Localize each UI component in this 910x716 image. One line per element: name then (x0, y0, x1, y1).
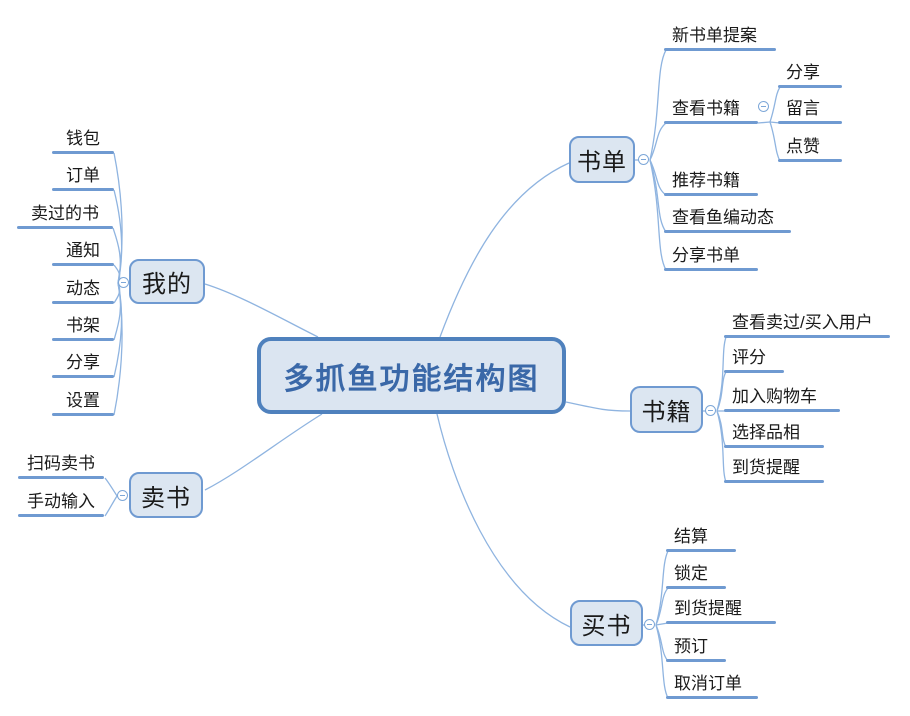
connector-central-booklist (439, 162, 570, 338)
connector-view-books-3 (769, 121, 781, 162)
subtopic-arrival-reminder-buy[interactable]: 到货提醒 (666, 598, 776, 624)
topic-underline (52, 188, 114, 191)
connector-booklist-1 (649, 49, 667, 161)
topic-underline (664, 230, 791, 233)
main-topic-books[interactable]: 书籍 (630, 386, 703, 433)
topic-underline (724, 335, 890, 338)
topic-underline (52, 375, 114, 378)
topic-underline (18, 476, 104, 479)
connector-booklist-2 (649, 122, 667, 161)
subtopic-new-booklist-proposal[interactable]: 新书单提案 (664, 25, 776, 51)
subtopic-settings[interactable]: 设置 (52, 390, 114, 416)
topic-underline (724, 370, 784, 373)
subtopic-orders[interactable]: 订单 (52, 165, 114, 191)
collapse-toggle-books[interactable] (705, 405, 716, 416)
subtopic-add-to-cart[interactable]: 加入购物车 (724, 386, 840, 412)
subtopic-view-fish-editor-updates[interactable]: 查看鱼编动态 (664, 207, 791, 233)
collapse-toggle-booklist[interactable] (638, 154, 649, 165)
subtopic-arrival-reminder-books[interactable]: 到货提醒 (724, 457, 824, 483)
central-topic[interactable]: 多抓鱼功能结构图 (257, 337, 566, 414)
subtopic-share-mine[interactable]: 分享 (52, 352, 114, 378)
subtopic-wallet[interactable]: 钱包 (52, 128, 114, 154)
connector-booklist-5 (649, 159, 667, 271)
collapse-toggle-sell-books[interactable] (117, 490, 128, 501)
minus-icon (120, 494, 125, 497)
minus-icon (641, 158, 646, 161)
subtopic-manual-input[interactable]: 手动输入 (18, 491, 104, 517)
subtopic-rating[interactable]: 评分 (724, 347, 784, 373)
subtopic-share-booklist[interactable]: 分享书单 (664, 245, 758, 271)
topic-underline (52, 151, 114, 154)
topic-underline (664, 193, 758, 196)
minus-icon (647, 623, 652, 626)
main-topic-booklist[interactable]: 书单 (569, 136, 635, 183)
topic-underline (52, 413, 114, 416)
topic-underline (17, 226, 113, 229)
subtopic-sold-books[interactable]: 卖过的书 (17, 203, 113, 229)
collapse-toggle-buy-books[interactable] (644, 619, 655, 630)
subtopic-view-books[interactable]: 查看书籍 (664, 98, 758, 124)
topic-underline (666, 696, 758, 699)
collapse-toggle-view-books[interactable] (758, 101, 769, 112)
main-topic-sell-books[interactable]: 卖书 (129, 472, 203, 518)
connector-books-5 (716, 410, 727, 483)
topic-underline (52, 338, 114, 341)
subtopic-notifications[interactable]: 通知 (52, 240, 114, 266)
main-topic-buy-books[interactable]: 买书 (570, 600, 643, 646)
topic-underline (724, 445, 824, 448)
subtopic-updates[interactable]: 动态 (52, 278, 114, 304)
topic-underline (666, 621, 776, 624)
topic-underline (666, 586, 726, 589)
connector-buy-1 (655, 550, 669, 626)
subtopic-checkout[interactable]: 结算 (666, 526, 736, 552)
collapse-toggle-mine[interactable] (118, 277, 129, 288)
topic-underline (666, 549, 736, 552)
connector-central-sell-books (204, 413, 323, 491)
subtopic-like[interactable]: 点赞 (778, 136, 842, 162)
minus-icon (121, 281, 126, 284)
connector-books-1 (716, 336, 727, 412)
connector-central-books (565, 401, 631, 412)
minus-icon (708, 409, 713, 412)
topic-underline (724, 480, 824, 483)
topic-underline (778, 159, 842, 162)
topic-underline (52, 301, 114, 304)
connector-central-mine (204, 283, 319, 338)
subtopic-lock[interactable]: 锁定 (666, 563, 726, 589)
connector-buy-2 (655, 587, 669, 626)
subtopic-view-sold-bought-users[interactable]: 查看卖过/买入用户 (724, 312, 890, 338)
topic-underline (666, 659, 726, 662)
connector-mine-8 (113, 282, 123, 416)
connector-sell-1 (104, 477, 118, 497)
subtopic-preorder[interactable]: 预订 (666, 636, 726, 662)
connector-sell-2 (104, 495, 118, 517)
subtopic-bookshelf[interactable]: 书架 (52, 315, 114, 341)
topic-underline (778, 85, 842, 88)
connector-buy-5 (655, 624, 669, 699)
topic-underline (664, 268, 758, 271)
connector-books-2 (716, 371, 727, 412)
subtopic-share[interactable]: 分享 (778, 62, 842, 88)
subtopic-select-condition[interactable]: 选择品相 (724, 422, 824, 448)
main-topic-mine[interactable]: 我的 (129, 259, 205, 304)
topic-underline (664, 48, 776, 51)
topic-underline (52, 263, 114, 266)
topic-underline (724, 409, 840, 412)
topic-underline (18, 514, 104, 517)
minus-icon (761, 105, 766, 108)
connector-stub-view-books (757, 121, 771, 124)
subtopic-scan-to-sell[interactable]: 扫码卖书 (18, 453, 104, 479)
connector-view-books-1 (769, 86, 781, 123)
subtopic-recommend-books[interactable]: 推荐书籍 (664, 170, 758, 196)
subtopic-cancel-order[interactable]: 取消订单 (666, 673, 758, 699)
topic-underline (664, 121, 758, 124)
topic-underline (778, 121, 842, 124)
subtopic-comment[interactable]: 留言 (778, 98, 842, 124)
connector-central-buy-books (436, 413, 571, 628)
